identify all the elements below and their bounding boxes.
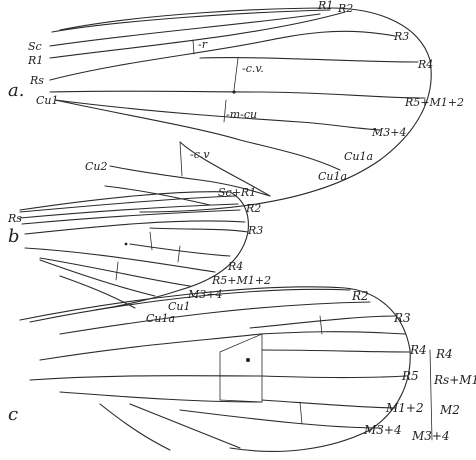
panel-a-label-sc: Sc (28, 40, 42, 53)
panel-a-label-r1-tip: R1 (317, 0, 333, 12)
panel-a-cv-lower (179, 141, 183, 177)
panel-b-label-cu1: Cu1 (168, 300, 191, 313)
panel-c-r4 (261, 349, 411, 353)
panel-b-m34 (39, 257, 191, 287)
panel-a-label-r3: R3 (393, 30, 409, 43)
panel-c-rs (39, 331, 406, 361)
panel-b-rs (24, 220, 246, 235)
panel-a-label-rs: Rs (29, 74, 44, 87)
panel-a-r1 (49, 11, 346, 59)
panel-b-label-r5m: R5+M1+2 (211, 274, 271, 287)
panel-a-label-r5m: R5+M1+2 (404, 96, 464, 109)
panel-a-label-cu1: Cu1 (36, 94, 59, 107)
panel-b-crossvein-1 (149, 231, 153, 251)
panel-c-label-r5-inner: R5 (401, 369, 419, 383)
panel-b-r1 (21, 209, 241, 225)
panel-b-sc (19, 203, 239, 219)
panel-a-label-cv-upper: -c.v. (242, 62, 264, 75)
panel-a-cu1-branch (179, 141, 271, 197)
panel-b-label-r4: R4 (227, 260, 243, 273)
panel-c-cu (59, 391, 263, 403)
panel-c-crossvein-3 (299, 401, 303, 425)
panel-a-label-cu1a-b: Cu1a (318, 170, 347, 183)
panel-b-label-r2: R2 (245, 202, 261, 215)
panel-a-label-r4: R4 (417, 58, 433, 71)
panel-b-cu1a (59, 275, 136, 309)
panel-a-anal (104, 185, 211, 206)
panel-c-label-rsm1-outer: Rs+M1 (433, 373, 476, 387)
panel-c-label-m12-inner: M1+2 (385, 401, 424, 415)
panel-b-wing: b Sc+R1 R2 R3 Rs R4 R5+M1+2 M3+4 Cu1 Cu1… (7, 186, 271, 325)
panel-a-cu2 (109, 165, 271, 197)
panel-a-outline (59, 7, 432, 213)
panel-a-label-cu1a-a: Cu1a (344, 150, 373, 163)
panel-b-label-scr1: Sc+R1 (218, 186, 256, 199)
panel-a-label-m34: M3+4 (371, 126, 406, 139)
panel-a-wing: a. Sc R1 Rs Cu1 Cu2 R1 R2 R3 R4 R5+M1+2 … (8, 0, 464, 213)
panel-c-label-r4-outer: R4 (435, 347, 453, 361)
panel-a-rs (49, 30, 396, 81)
panel-a-stigma-dot (232, 90, 236, 94)
panel-c-cu-lower (129, 403, 241, 449)
panel-c-bracket (429, 349, 433, 441)
panel-a-mcu (223, 99, 227, 123)
panel-a-label-cu2: Cu2 (85, 160, 108, 173)
panel-c-letter: c (8, 404, 18, 425)
panel-c-m12 (261, 399, 397, 409)
panel-a-r5m (49, 90, 426, 99)
panel-b-letter: b (8, 226, 20, 247)
panel-a-r-crossvein (192, 39, 195, 55)
panel-b-crossvein-2 (177, 245, 181, 263)
panel-c-costa (29, 288, 351, 323)
panel-b-outline (19, 191, 249, 311)
panel-b-crossvein-3 (115, 261, 119, 281)
panel-c-label-m34-outer: M3+4 (411, 429, 450, 443)
panel-c-m34 (179, 409, 381, 429)
panel-b-r3 (149, 227, 249, 233)
panel-a-label-mcu: -m-cu (226, 108, 257, 121)
panel-c-label-m34-inner: M3+4 (363, 423, 402, 437)
panel-b-cu1 (39, 259, 156, 297)
panel-b-r4 (129, 243, 231, 257)
panel-c-crossvein-2 (319, 315, 323, 335)
panel-c-anal (99, 403, 171, 451)
panel-b-label-rs: Rs (7, 212, 22, 225)
panel-c-label-r4-inner: R4 (409, 343, 427, 357)
panel-c-label-r3: R3 (393, 311, 411, 325)
panel-b-label-r3: R3 (247, 224, 263, 237)
panel-c-outline (19, 286, 411, 452)
panel-c-discal-cell (219, 333, 263, 403)
panel-a-letter: a. (8, 80, 24, 101)
panel-c-stigma-dot (246, 358, 250, 362)
panel-b-stigma-dot (124, 242, 128, 246)
panel-b-r5m (24, 247, 216, 273)
panel-a-r4 (199, 57, 419, 63)
panel-a-label-r-xvein: -r (198, 38, 208, 51)
panel-c-label-r2: R2 (351, 289, 369, 303)
panel-a-costa (51, 9, 331, 33)
panel-a-label-r1-left: R1 (27, 54, 43, 67)
panel-c-r3 (249, 315, 396, 329)
panel-c-label-m2-outer: M2 (439, 403, 460, 417)
panel-a-sc (49, 13, 321, 47)
panel-a-label-cv-lower: -c.v (190, 148, 210, 161)
panel-c-r2 (59, 301, 371, 335)
panel-b-costa (19, 195, 237, 213)
panel-a-cv-upper (233, 57, 239, 91)
panel-c-r5 (261, 375, 407, 379)
panel-a-label-r2-tip: R2 (337, 2, 353, 15)
panel-a-cu1 (54, 99, 341, 171)
panel-a-m34 (54, 99, 381, 131)
panel-c-wing: c R2 R3 R4 R4 R5 Rs+M1 M1+2 M2 M3+4 M3+4 (8, 286, 476, 452)
